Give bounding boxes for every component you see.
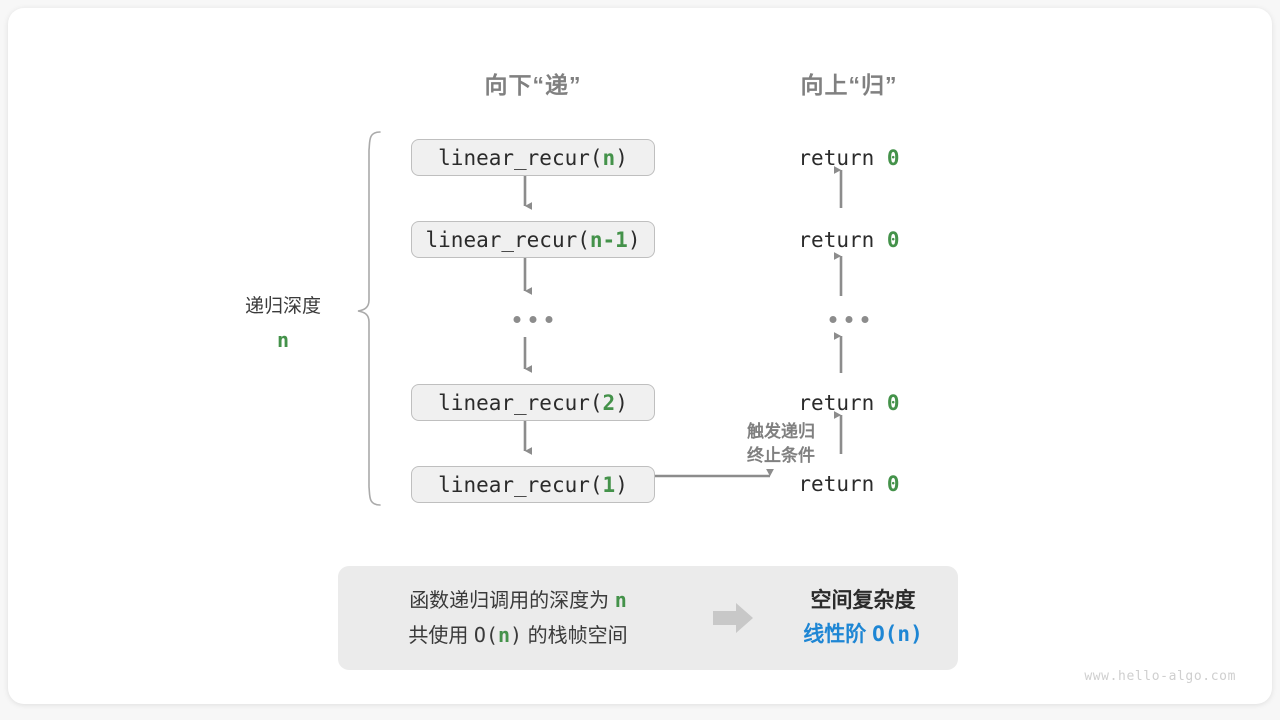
complexity-title: 空间复杂度 xyxy=(810,588,916,612)
frame-suffix: ) xyxy=(615,390,628,415)
return-value: 0 xyxy=(886,391,900,415)
call-frame-box[interactable]: linear_recur(1) xyxy=(411,466,655,503)
frame-arg: n xyxy=(602,145,616,170)
complexity-expr-var: n xyxy=(897,621,911,646)
summary-line2-open: O( xyxy=(473,623,498,647)
summary-description: 函数递归调用的深度为 n 共使用 O(n) 的栈帧空间 xyxy=(338,583,698,653)
frame-arg: 2 xyxy=(602,390,616,415)
frame-prefix: linear_recur( xyxy=(425,227,590,252)
complexity-result: 空间复杂度 线性阶 O(n) xyxy=(768,585,958,651)
return-keyword: return xyxy=(798,472,875,496)
call-frame-box[interactable]: linear_recur(n-1) xyxy=(411,221,655,258)
summary-line2-var: n xyxy=(498,623,511,647)
call-frame-box[interactable]: linear_recur(2) xyxy=(411,384,655,421)
complexity-value-label: 线性阶 xyxy=(803,622,873,646)
summary-line2-prefix: 共使用 xyxy=(408,625,474,647)
depth-brace xyxy=(357,131,381,506)
complexity-value: 线性阶 O(n) xyxy=(768,618,958,652)
recursion-depth-value: n xyxy=(276,328,290,353)
complexity-expr-open: O( xyxy=(872,621,898,646)
ellipsis-icon xyxy=(513,316,553,323)
base-case-note: 触发递归 终止条件 xyxy=(716,420,846,468)
summary-line1-text: 函数递归调用的深度为 xyxy=(409,590,615,612)
summary-line-1: 函数递归调用的深度为 n xyxy=(338,583,698,618)
return-statement: return 0 xyxy=(798,391,899,415)
summary-line-2: 共使用 O(n) 的栈帧空间 xyxy=(338,618,698,653)
header-descent: 向下“递” xyxy=(484,72,582,98)
watermark: www.hello-algo.com xyxy=(1084,669,1236,684)
right-arrow-icon xyxy=(698,601,768,635)
frame-prefix: linear_recur( xyxy=(438,472,603,497)
return-statement: return 0 xyxy=(798,228,899,252)
recursion-depth-text: 递归深度 xyxy=(244,296,321,317)
ellipsis-icon xyxy=(829,316,869,323)
return-keyword: return xyxy=(798,391,875,415)
complexity-summary-panel: 函数递归调用的深度为 n 共使用 O(n) 的栈帧空间 空间复杂度 线性阶 O(… xyxy=(338,566,958,670)
frame-arg: 1 xyxy=(602,472,616,497)
call-frame-box[interactable]: linear_recur(n) xyxy=(411,139,655,176)
return-value: 0 xyxy=(886,146,900,170)
summary-line2-close: ) xyxy=(510,623,523,647)
header-return: 向上“归” xyxy=(800,72,898,98)
frame-prefix: linear_recur( xyxy=(438,390,603,415)
return-value: 0 xyxy=(886,228,900,252)
return-keyword: return xyxy=(798,228,875,252)
frame-suffix: ) xyxy=(627,227,641,252)
base-case-note-line2: 终止条件 xyxy=(747,446,815,466)
return-keyword: return xyxy=(798,146,875,170)
summary-line1-var: n xyxy=(614,588,627,612)
frame-suffix: ) xyxy=(615,472,628,497)
return-statement: return 0 xyxy=(798,146,899,170)
frame-arg: n-1 xyxy=(589,227,628,252)
figure-card: 向下“递” 向上“归” 递归深度 n linear_recur(n) linea… xyxy=(8,8,1272,704)
frame-suffix: ) xyxy=(615,145,628,170)
base-case-note-line1: 触发递归 xyxy=(747,422,815,441)
complexity-expr-close: ) xyxy=(910,621,923,646)
recursion-depth-label: 递归深度 n xyxy=(208,291,358,359)
return-statement: return 0 xyxy=(798,472,899,496)
return-value: 0 xyxy=(886,472,900,496)
summary-line2-suffix: 的栈帧空间 xyxy=(522,625,628,647)
frame-prefix: linear_recur( xyxy=(438,145,603,170)
